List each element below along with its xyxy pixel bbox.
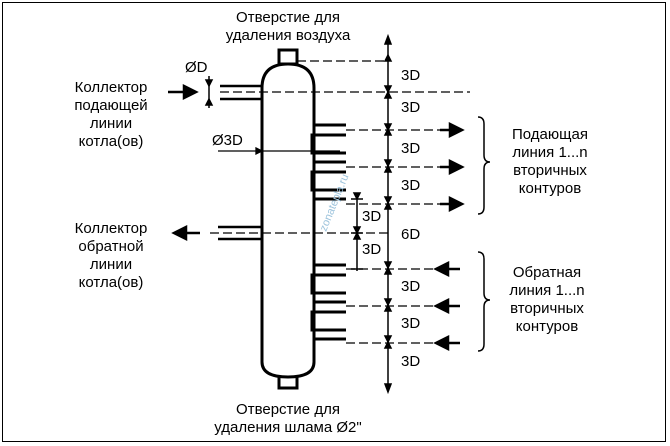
- svg-text:3D: 3D: [401, 278, 420, 295]
- secondary-nozzles: [310, 123, 346, 341]
- svg-text:удаления шлама Ø2": удаления шлама Ø2": [214, 419, 361, 436]
- boiler-supply-pipe: [220, 84, 262, 101]
- right-braces: [477, 116, 491, 352]
- svg-text:линии: линии: [90, 115, 132, 132]
- svg-text:3D: 3D: [401, 67, 420, 84]
- svg-text:обратной: обратной: [78, 238, 143, 255]
- inner-dim-text-2: 3D: [362, 241, 381, 258]
- svg-text:3D: 3D: [401, 315, 420, 332]
- svg-text:Коллектор: Коллектор: [75, 220, 148, 237]
- svg-text:линия 1...n: линия 1...n: [509, 282, 584, 299]
- svg-text:Коллектор: Коллектор: [75, 79, 148, 96]
- sludge-drain-label: Отверстие для удаления шлама Ø2": [214, 401, 361, 436]
- svg-text:3D: 3D: [401, 99, 420, 116]
- svg-text:Обратная: Обратная: [513, 264, 581, 281]
- svg-text:контуров: контуров: [519, 180, 581, 197]
- dimension-ticks: [383, 33, 393, 395]
- svg-text:3D: 3D: [401, 140, 420, 157]
- svg-text:линии: линии: [90, 256, 132, 273]
- svg-text:6D: 6D: [401, 226, 420, 243]
- svg-text:котла(ов): котла(ов): [79, 274, 144, 291]
- pipe-diameter-dimension: [204, 76, 214, 108]
- svg-text:Отверстие для: Отверстие для: [236, 9, 340, 26]
- svg-text:подающей: подающей: [74, 97, 147, 114]
- svg-text:вторичных: вторичных: [513, 162, 587, 179]
- air-vent-label: Отверстие для удаления воздуха: [226, 9, 351, 44]
- secondary-return-label: Обратная линия 1...n вторичных контуров: [509, 264, 584, 335]
- diagram-frame: [2, 2, 666, 442]
- separator-body: [260, 48, 316, 390]
- secondary-supply-label: Подающая линия 1...n вторичных контуров: [512, 126, 588, 197]
- svg-text:3D: 3D: [401, 353, 420, 370]
- inner-dimension: [351, 192, 363, 271]
- inner-dim-text-1: 3D: [362, 208, 381, 225]
- svg-text:Подающая: Подающая: [512, 126, 588, 143]
- boiler-return-label: Коллектор обратной линии котла(ов): [75, 220, 148, 291]
- pipe-diameter-text: ØD: [185, 59, 208, 76]
- svg-text:удаления воздуха: удаления воздуха: [226, 27, 351, 44]
- body-diameter-text: Ø3D: [212, 132, 243, 149]
- watermark-text: zonatepla.ru: [318, 172, 352, 233]
- svg-text:котла(ов): котла(ов): [79, 133, 144, 150]
- boiler-return-pipe: [218, 225, 262, 241]
- flow-arrows: [168, 83, 465, 352]
- svg-text:3D: 3D: [401, 177, 420, 194]
- svg-text:контуров: контуров: [516, 318, 578, 335]
- svg-text:вторичных: вторичных: [510, 300, 584, 317]
- body-diameter-dimension: [218, 146, 340, 156]
- svg-text:Отверстие для: Отверстие для: [236, 401, 340, 418]
- boiler-supply-label: Коллектор подающей линии котла(ов): [74, 79, 147, 150]
- right-scale-labels: 3D 3D 3D 3D 6D 3D 3D 3D: [401, 67, 420, 370]
- svg-text:линия 1...n: линия 1...n: [512, 144, 587, 161]
